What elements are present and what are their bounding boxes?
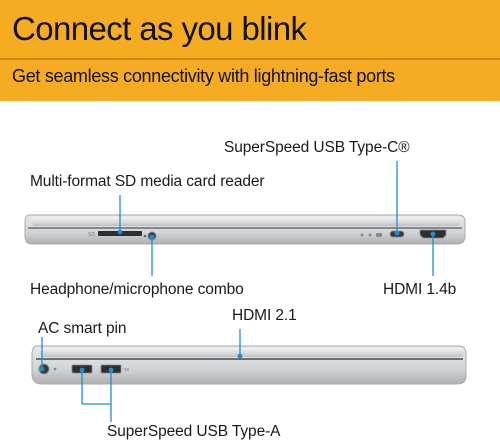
page-title: Connect as you blink (12, 10, 307, 47)
header-banner: Connect as you blink Get seamless connec… (0, 0, 500, 101)
headphone-label: Headphone/microphone combo (30, 281, 244, 298)
laptop-right-side: SD (24, 214, 466, 245)
laptop-left-side: ss (31, 345, 467, 385)
hdmi-21-label: HDMI 2.1 (232, 307, 297, 324)
svg-text:SD: SD (88, 232, 95, 238)
usb-c-label: SuperSpeed USB Type-C® (224, 139, 410, 156)
callout-lines (39, 161, 436, 422)
sd-reader-label: Multi-format SD media card reader (30, 173, 265, 190)
ac-pin-label: AC smart pin (38, 320, 127, 337)
page-subtitle: Get seamless connectivity with lightning… (12, 66, 395, 86)
hdmi-14b-label: HDMI 1.4b (383, 281, 457, 298)
header-divider (0, 58, 500, 60)
usb-a-label: SuperSpeed USB Type-A (107, 423, 281, 440)
svg-text:ss: ss (124, 367, 130, 373)
